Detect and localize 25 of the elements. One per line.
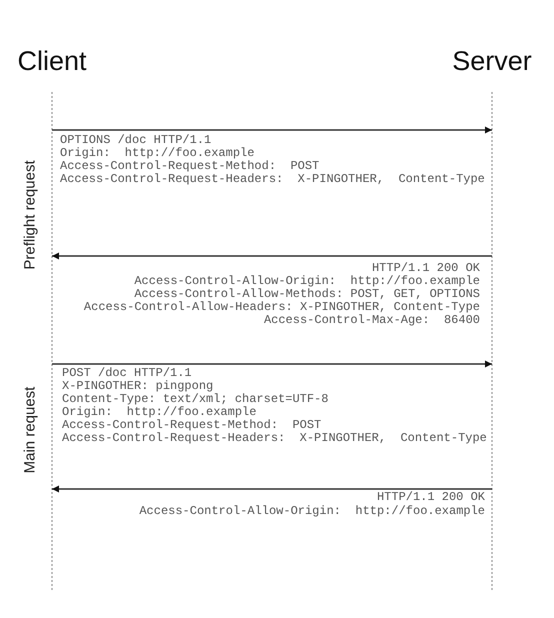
http-header-line: Access-Control-Allow-Headers: X-PINGOTHER, Content-Type (84, 301, 480, 314)
http-header-line: Access-Control-Request-Method: POST (60, 160, 320, 173)
http-header-line: Access-Control-Request-Headers: X-PINGOTHER, Content-Type (60, 173, 485, 186)
message-arrow (52, 126, 492, 134)
http-header-line: Access-Control-Max-Age: 86400 (264, 314, 480, 327)
http-header-line: X-PINGOTHER: pingpong (62, 380, 214, 393)
message-arrow (52, 252, 492, 260)
http-header-line: OPTIONS /doc HTTP/1.1 (60, 134, 212, 147)
http-header-line: POST /doc HTTP/1.1 (62, 367, 192, 380)
http-header-line: Access-Control-Request-Method: POST (62, 419, 322, 432)
http-header-line: HTTP/1.1 200 OK (372, 262, 480, 275)
participant-name: Client (16, 45, 88, 78)
http-header-line: Access-Control-Allow-Origin: http://foo.example (134, 275, 480, 288)
http-header-line: HTTP/1.1 200 OK (376, 491, 485, 504)
http-header-line: Access-Control-Request-Headers: X-PINGOTHER, Content-Type (62, 432, 487, 445)
message-arrow (52, 486, 492, 492)
message-arrow (52, 360, 492, 368)
phase-label: Preflight request (22, 160, 38, 270)
http-header-line: Content-Type: text/xml; charset=UTF-8 (62, 393, 328, 406)
participant-name: Server (451, 45, 533, 78)
http-header-line: Access-Control-Allow-Origin: http://foo.example (139, 505, 485, 518)
http-header-line: Access-Control-Allow-Methods: POST, GET, OPTIONS (134, 288, 480, 301)
http-header-line: Origin: http://foo.example (62, 406, 256, 419)
http-header-line: Origin: http://foo.example (60, 147, 254, 160)
phase-label: Main request (22, 386, 38, 474)
